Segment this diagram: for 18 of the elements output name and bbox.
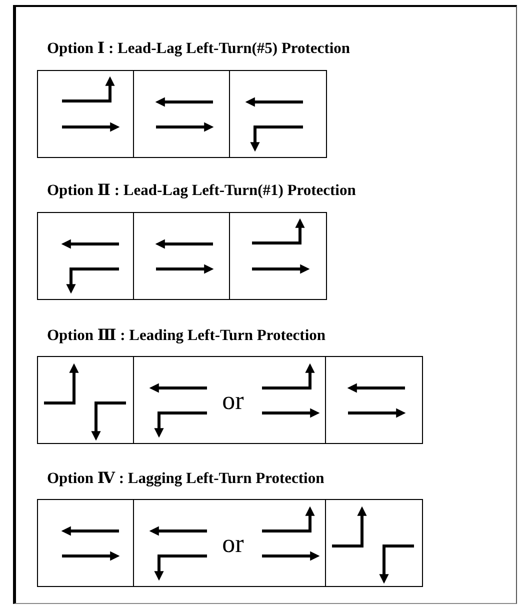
phase-cell: [325, 499, 423, 587]
phase-cell: [133, 212, 231, 300]
or-label: or: [222, 388, 244, 414]
phase-cell: [133, 499, 327, 587]
phase-cell: [229, 212, 327, 300]
option-heading: Option Ⅱ : Lead-Lag Left-Turn(#1) Protection: [47, 181, 356, 200]
phase-cell: [37, 356, 135, 444]
phase-cell: [229, 70, 327, 158]
option-heading: Option Ⅲ : Leading Left-Turn Protection: [47, 326, 326, 345]
phase-cell: [133, 70, 231, 158]
phase-cell: [37, 70, 135, 158]
phase-cell: [37, 212, 135, 300]
phase-cell: [133, 356, 327, 444]
option-heading: Option Ⅰ : Lead-Lag Left-Turn(#5) Protection: [47, 39, 350, 58]
option-heading: Option Ⅳ : Lagging Left-Turn Protection: [47, 469, 324, 488]
or-label: or: [222, 531, 244, 557]
phase-cell: [325, 356, 423, 444]
phase-cell: [37, 499, 135, 587]
